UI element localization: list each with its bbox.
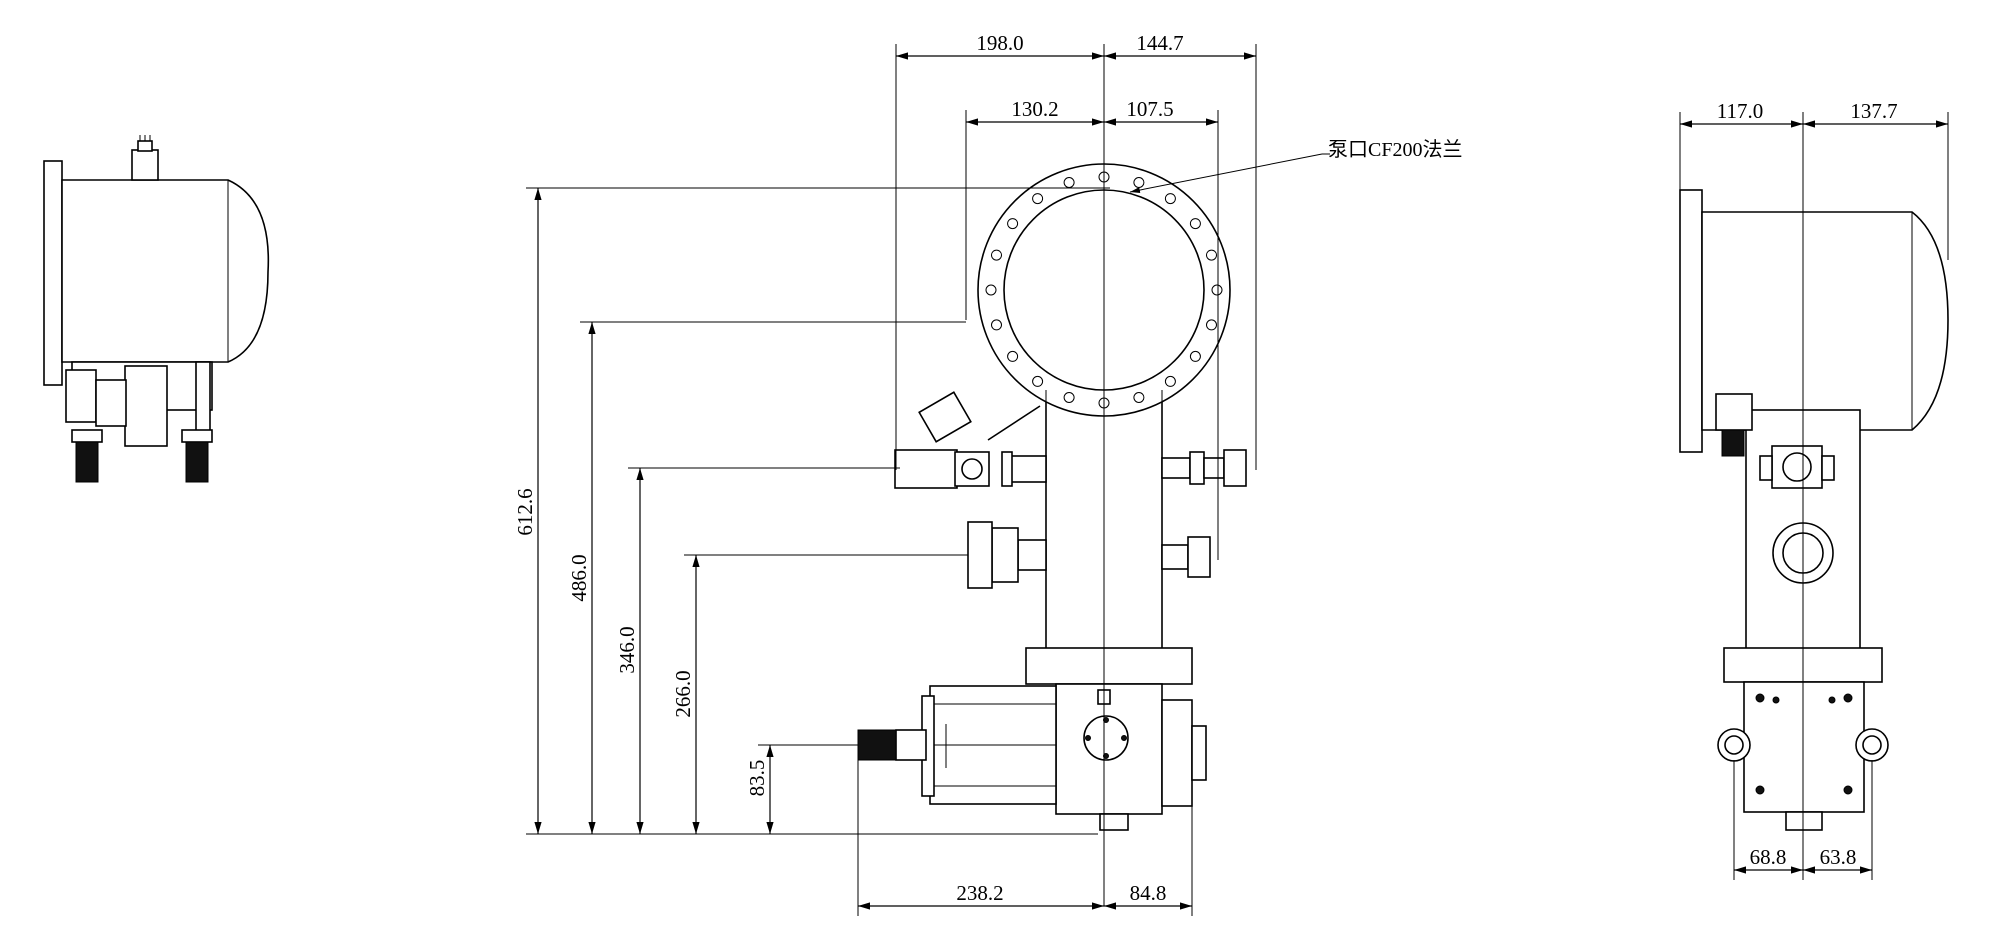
dim-238-2: 238.2 <box>956 881 1003 905</box>
bolt-hole <box>1189 350 1201 362</box>
side-view-flange <box>1679 189 1703 453</box>
dim-84-8: 84.8 <box>1130 881 1167 905</box>
dim-486: 486.0 <box>567 554 591 601</box>
flange-label: 泵口CF200法兰 <box>1328 138 1462 161</box>
side-view-body <box>1701 211 1949 431</box>
bolt-hole <box>1211 284 1223 296</box>
bolt-hole <box>1007 350 1019 362</box>
side-view <box>1679 189 1949 831</box>
bolt-hole <box>1133 392 1145 403</box>
bolt-hole <box>1032 375 1044 387</box>
bolt-hole <box>1007 218 1019 230</box>
dim-130-2: 130.2 <box>1011 97 1058 121</box>
dim-144-7: 144.7 <box>1136 31 1183 55</box>
bolt-hole <box>985 284 997 296</box>
bolt-hole <box>991 249 1002 261</box>
dim-68-8: 68.8 <box>1750 845 1787 869</box>
top-view-body <box>61 179 270 363</box>
bolt-hole <box>1032 193 1044 205</box>
front-dimensions: 198.0 144.7 130.2 107.5 泵口CF200法兰 612.6 … <box>513 31 1462 916</box>
bolt-hole <box>1206 319 1217 331</box>
side-dimensions: 117.0 137.7 68.8 63.8 <box>1679 99 1949 880</box>
dim-63-8: 63.8 <box>1820 845 1857 869</box>
bolt-hole <box>1063 392 1075 403</box>
dim-612-6: 612.6 <box>513 488 537 535</box>
top-view-flange <box>43 160 63 386</box>
dim-198: 198.0 <box>976 31 1023 55</box>
bolt-hole <box>1189 218 1201 230</box>
dim-83-5: 83.5 <box>745 760 769 797</box>
bolt-hole <box>1164 375 1176 387</box>
top-view <box>43 135 270 483</box>
dim-117: 117.0 <box>1717 99 1763 123</box>
base-flange <box>1025 647 1193 685</box>
dim-266: 266.0 <box>671 670 695 717</box>
dim-346: 346.0 <box>615 626 639 673</box>
dim-107-5: 107.5 <box>1126 97 1173 121</box>
dim-137-7: 137.7 <box>1850 99 1897 123</box>
bolt-hole <box>1164 193 1176 205</box>
bolt-hole <box>991 319 1002 331</box>
bolt-hole <box>1206 249 1217 261</box>
front-view <box>857 163 1247 831</box>
